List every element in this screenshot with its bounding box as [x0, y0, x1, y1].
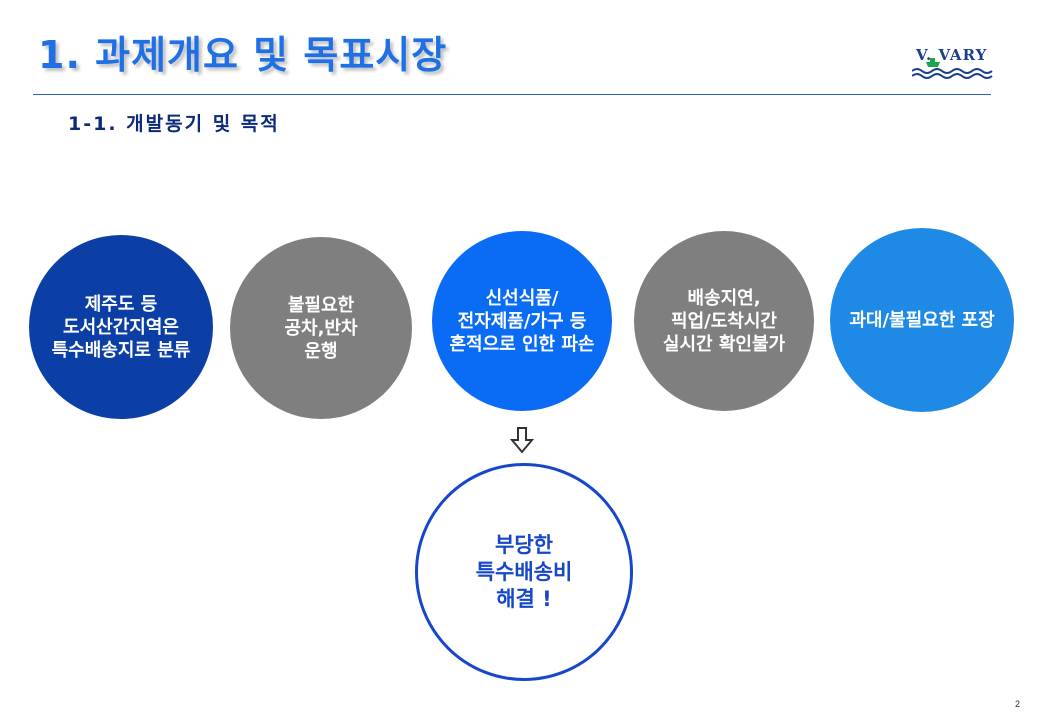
- down-arrow-icon: [510, 427, 534, 454]
- problem-circle-delay: 배송지연, 픽업/도착시간 실시간 확인불가: [634, 231, 814, 411]
- problem-circle-text: 배송지연, 픽업/도착시간 실시간 확인불가: [662, 287, 786, 355]
- problem-circle-text: 신선식품/ 전자제품/가구 등 혼적으로 인한 파손: [449, 287, 595, 355]
- problem-circle-damage: 신선식품/ 전자제품/가구 등 혼적으로 인한 파손: [432, 231, 612, 411]
- problem-circle-packaging: 과대/불필요한 포장: [830, 228, 1014, 412]
- section-subtitle: 1-1. 개발동기 및 목적: [68, 113, 280, 135]
- problem-circle-remote-area: 제주도 등 도서산간지역은 특수배송지로 분류: [29, 235, 213, 419]
- problem-circle-empty-run: 불필요한 공차,반차 운행: [230, 237, 412, 419]
- ship-wave-icon: [912, 58, 993, 79]
- solution-circle: 부당한 특수배송비 해결 !: [415, 463, 633, 681]
- slide-title: 1. 과제개요 및 목표시장: [38, 33, 448, 77]
- title-divider: [33, 94, 991, 95]
- problem-circle-text: 불필요한 공차,반차 운행: [284, 294, 358, 362]
- page-number: 2: [1015, 699, 1021, 709]
- problem-circle-text: 제주도 등 도서산간지역은 특수배송지로 분류: [51, 293, 191, 361]
- solution-text: 부당한 특수배송비 해결 !: [475, 532, 573, 611]
- company-logo: V. VARY: [912, 46, 994, 80]
- problem-circle-text: 과대/불필요한 포장: [849, 309, 995, 331]
